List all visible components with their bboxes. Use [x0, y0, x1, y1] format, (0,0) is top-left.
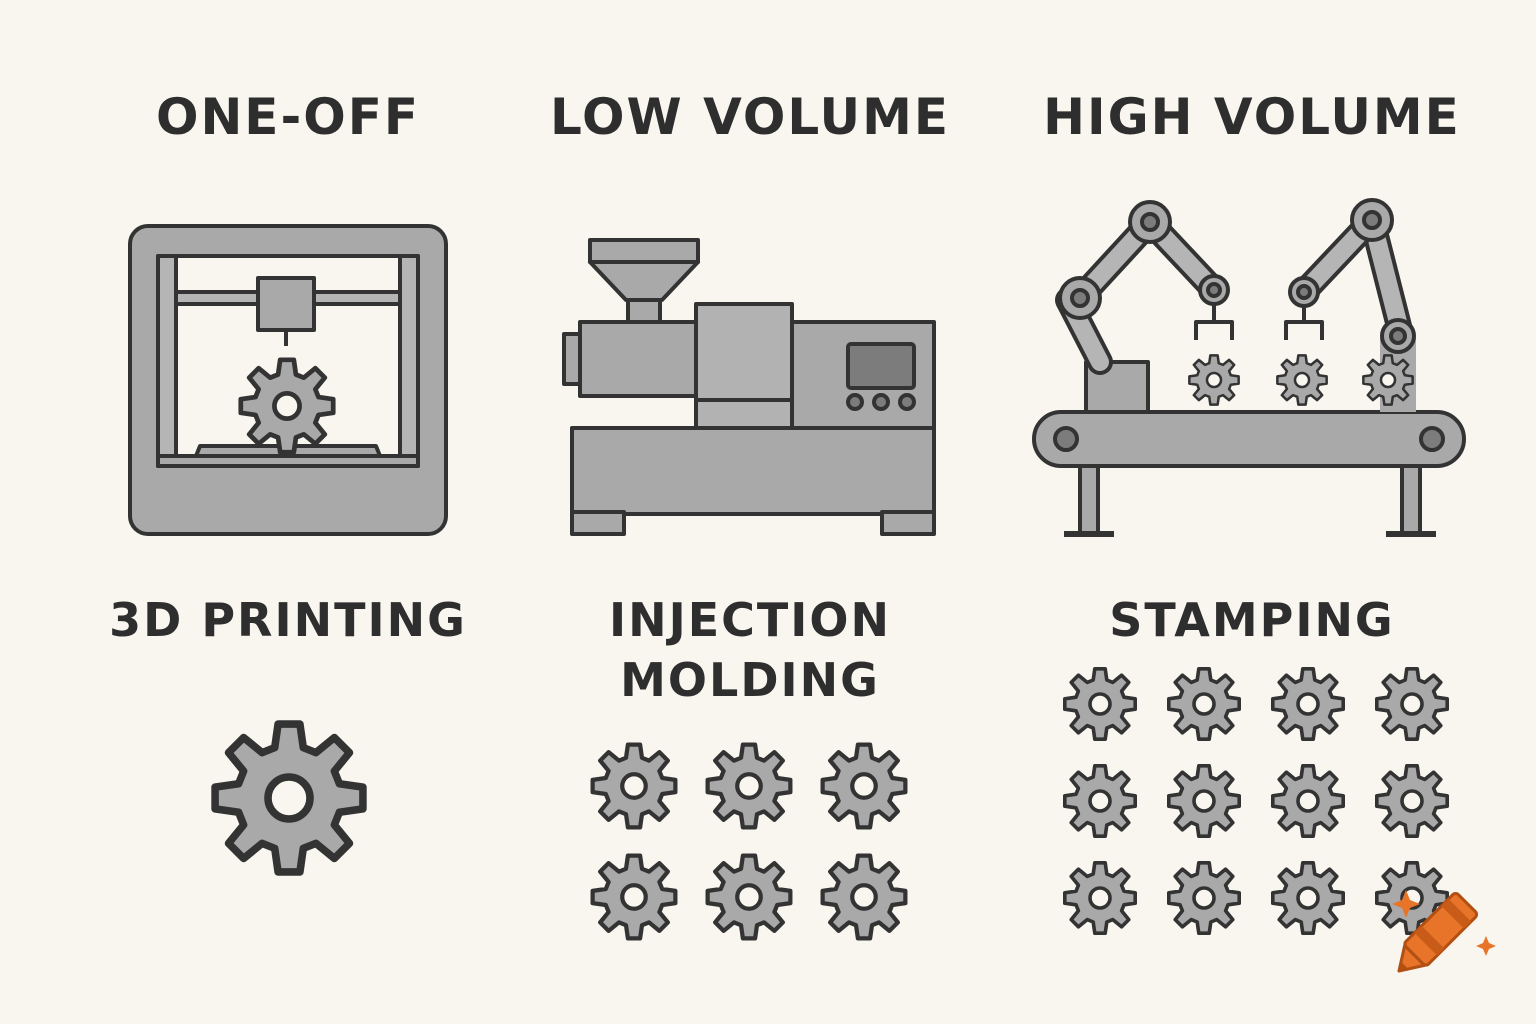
crayon-icon — [1397, 891, 1479, 973]
one-off-parts — [215, 724, 363, 872]
part-gear-icon — [1273, 766, 1343, 836]
part-gear-icon — [708, 856, 791, 939]
low-volume-parts — [593, 745, 906, 939]
part-gear-icon — [1065, 669, 1135, 739]
sparkle-icon — [1476, 936, 1496, 956]
part-gear-icon — [1169, 669, 1239, 739]
line-gear-icon — [1277, 355, 1326, 404]
part-gear-icon — [1377, 669, 1447, 739]
method-line: STAMPING — [1109, 593, 1395, 647]
part-gear-icon — [593, 745, 676, 828]
method-line: 3D PRINTING — [109, 593, 467, 647]
printed-gear-icon — [241, 360, 333, 452]
part-gear-icon — [1169, 863, 1239, 933]
part-gear-icon — [1273, 669, 1343, 739]
high-volume-heading: HIGH VOLUME — [1043, 88, 1461, 146]
injection-molding-machine-icon — [562, 238, 936, 536]
part-gear-icon — [1065, 863, 1135, 933]
part-gear-icon — [823, 856, 906, 939]
stamping-label: STAMPING — [1012, 590, 1492, 650]
part-gear-icon — [1169, 766, 1239, 836]
part-gear-icon — [215, 724, 363, 872]
robotic-assembly-line-icon — [1032, 198, 1466, 537]
3d-printing-label: 3D PRINTING — [48, 590, 528, 650]
part-gear-icon — [1065, 766, 1135, 836]
line-gear-icon — [1363, 355, 1412, 404]
part-gear-icon — [593, 856, 676, 939]
low-volume-heading: LOW VOLUME — [549, 88, 951, 146]
line-gear-icon — [1189, 355, 1238, 404]
method-line: MOLDING — [620, 653, 880, 707]
one-off-heading: ONE-OFF — [155, 88, 421, 146]
part-gear-icon — [1377, 766, 1447, 836]
part-gear-icon — [823, 745, 906, 828]
high-volume-parts — [1065, 669, 1447, 933]
part-gear-icon — [1273, 863, 1343, 933]
method-line: INJECTION — [608, 593, 891, 647]
part-gear-icon — [708, 745, 791, 828]
sparkle-icon — [1392, 890, 1420, 918]
injection-molding-label: INJECTION MOLDING — [510, 590, 990, 710]
